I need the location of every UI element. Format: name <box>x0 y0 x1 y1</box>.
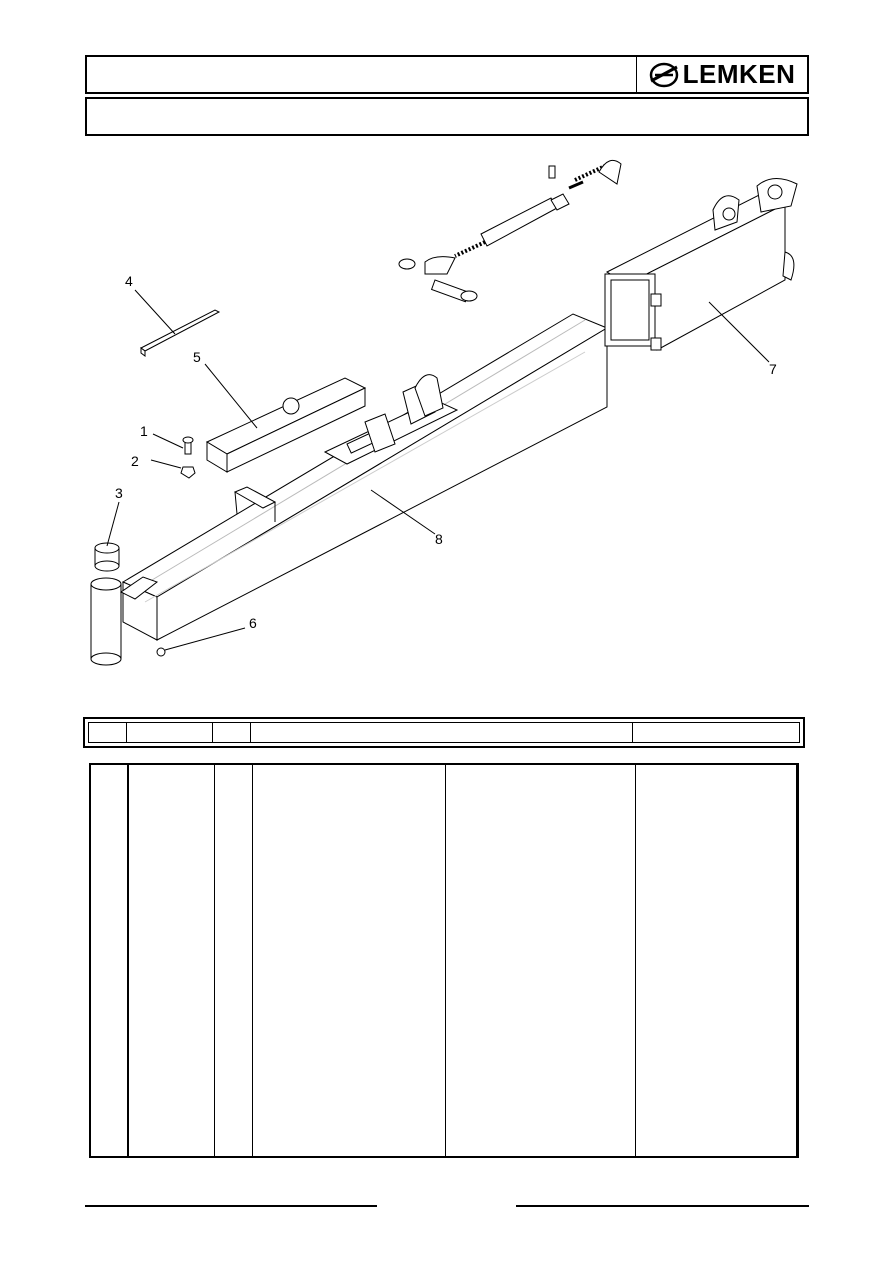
parts-table-header <box>83 717 805 748</box>
exploded-parts-drawing: 4 5 1 2 3 6 7 8 <box>90 159 798 666</box>
page-subheader <box>85 97 809 136</box>
header-col-remark <box>633 723 799 742</box>
lemken-logo-icon <box>649 62 678 87</box>
callout-5: 5 <box>193 349 201 365</box>
clamp-bracket <box>233 486 277 522</box>
body-col-pos <box>91 765 129 1156</box>
flat-bar <box>140 309 221 357</box>
callout-numbers: 4 5 1 2 3 6 7 8 <box>115 273 777 631</box>
page-header: LEMKEN <box>85 55 809 94</box>
bushing <box>94 542 120 572</box>
header-col-quantity <box>213 723 251 742</box>
callout-2: 2 <box>131 453 139 469</box>
cover-plate <box>205 377 367 473</box>
grease-nipple <box>156 647 166 657</box>
body-col-description-1 <box>253 765 446 1156</box>
footer-rule-right <box>516 1205 809 1207</box>
slotted-mount <box>323 374 459 465</box>
callout-1: 1 <box>140 423 148 439</box>
header-col-part-number <box>127 723 213 742</box>
body-col-description-2 <box>446 765 636 1156</box>
callout-8: 8 <box>435 531 443 547</box>
callout-4: 4 <box>125 273 133 289</box>
header-col-pos <box>89 723 127 742</box>
extension-tube <box>604 178 798 351</box>
callout-3: 3 <box>115 485 123 501</box>
callout-7: 7 <box>769 361 777 377</box>
bolt-and-nut <box>180 436 196 479</box>
body-col-part-number <box>129 765 215 1156</box>
body-col-quantity <box>215 765 253 1156</box>
body-col-remark <box>636 765 797 1156</box>
pivot-tube <box>90 576 159 666</box>
parts-table-body <box>89 763 799 1158</box>
header-col-description <box>251 723 633 742</box>
callout-6: 6 <box>249 615 257 631</box>
brand-logo: LEMKEN <box>636 57 807 92</box>
footer-rule-left <box>85 1205 377 1207</box>
logo-wordmark: LEMKEN <box>682 59 796 89</box>
callout-leaders <box>106 289 770 651</box>
turnbuckle-assembly <box>398 159 622 303</box>
